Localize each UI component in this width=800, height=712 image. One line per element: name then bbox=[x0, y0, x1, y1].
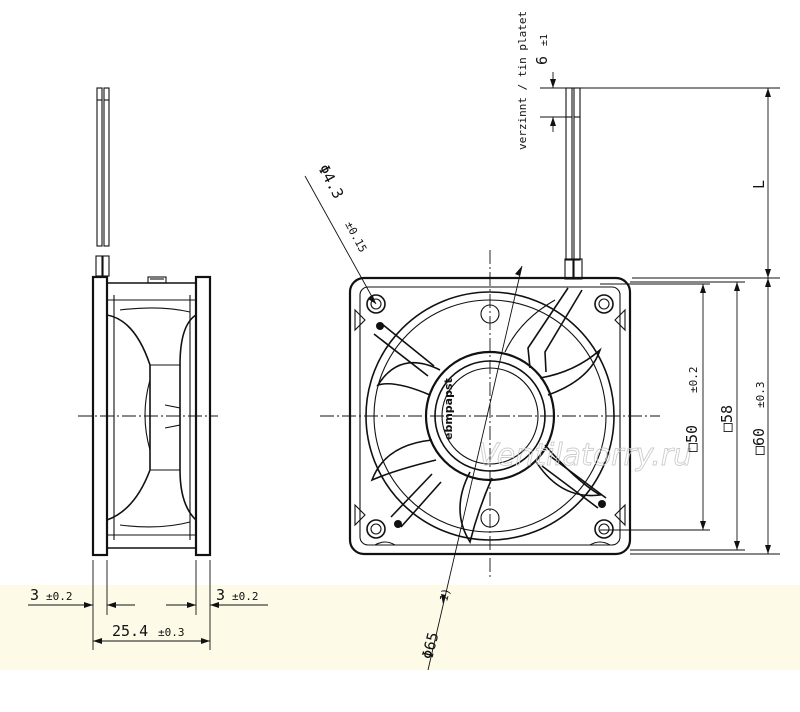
watermark: Ventilatorry.ru bbox=[478, 438, 692, 473]
hole-pitch-tol: ±0.2 bbox=[687, 367, 700, 394]
body-58-value: □58 bbox=[718, 405, 736, 432]
flange-left-value: 3 bbox=[30, 586, 39, 604]
side-view bbox=[78, 87, 218, 557]
front-wires bbox=[564, 87, 583, 280]
flange-right-value: 3 bbox=[216, 586, 225, 604]
depth-value: 25.4 bbox=[112, 622, 148, 640]
wire-length-label: L bbox=[750, 180, 768, 189]
lead-length-tol: ±1 bbox=[539, 34, 550, 46]
tinned-note: verzinnt / tin platet bbox=[516, 11, 529, 150]
flange-right-tol: ±0.2 bbox=[232, 590, 259, 603]
front-view: ebmpapst bbox=[320, 87, 660, 580]
fan-blades bbox=[370, 299, 603, 545]
flange-left-tol: ±0.2 bbox=[46, 590, 73, 603]
front-dimensions: 6 ±1 verzinnt / tin platet L □50 ±0.2 □5… bbox=[304, 11, 780, 671]
lead-length-value: 6 bbox=[533, 56, 551, 65]
hole-pitch-value: □50 bbox=[683, 425, 701, 452]
bottom-band bbox=[0, 585, 800, 670]
hub-brand: ebmpapst bbox=[442, 378, 455, 440]
depth-tol: ±0.3 bbox=[158, 626, 185, 639]
body-60-tol: ±0.3 bbox=[754, 382, 767, 409]
hole-dia-value: Φ4.3 bbox=[314, 161, 347, 201]
body-60-value: □60 bbox=[750, 428, 768, 455]
hole-dia-tol: ±0.15 bbox=[342, 219, 369, 254]
side-wires bbox=[95, 87, 110, 277]
note-ref: 1) bbox=[437, 587, 453, 603]
struts bbox=[373, 287, 607, 528]
side-dimensions: 3 ±0.2 3 ±0.2 25.4 ±0.3 bbox=[28, 560, 268, 650]
